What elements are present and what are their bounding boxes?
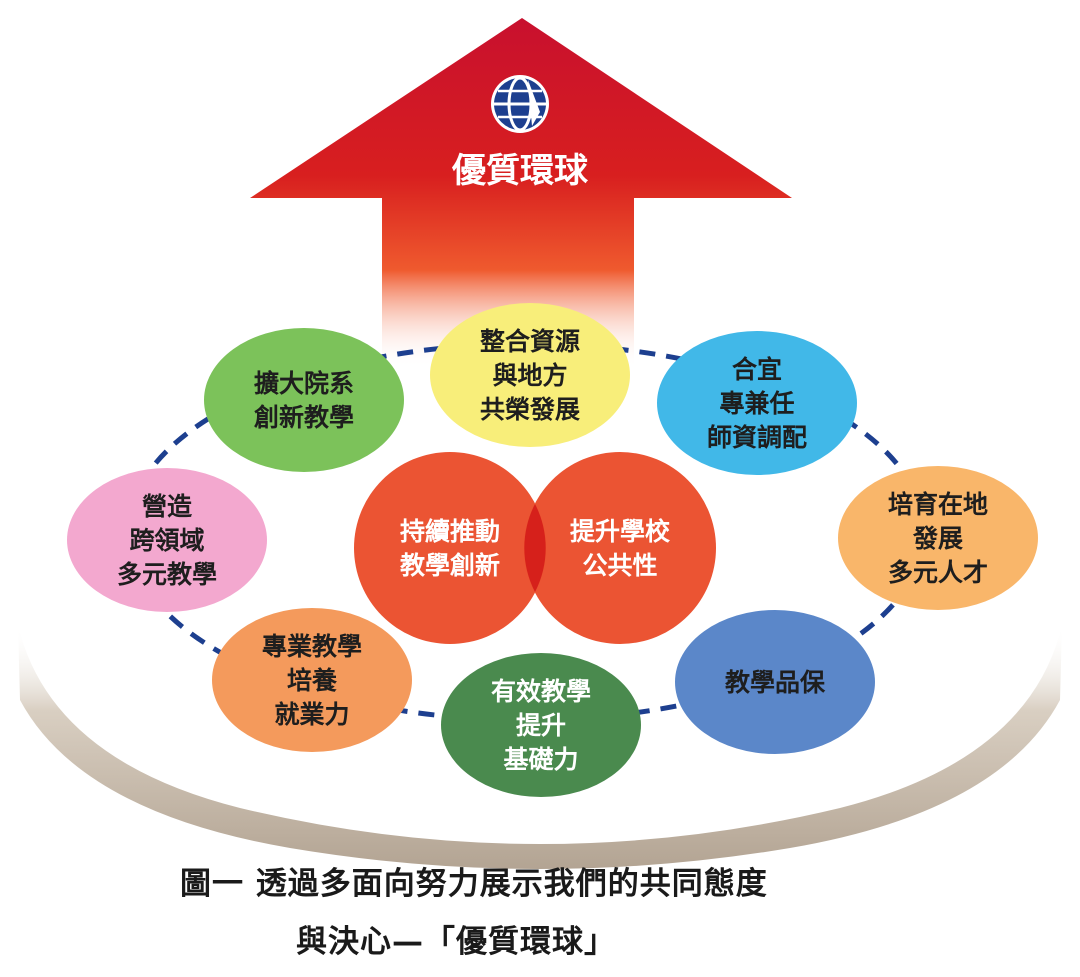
bottom-left-label-line-2: 培養 <box>287 666 337 695</box>
core-right-label-line-1: 提升學校 <box>570 517 671 546</box>
right-label-line-2: 發展 <box>912 524 963 553</box>
node-left-ellipse <box>67 468 267 612</box>
bottom-label-line-3: 基礎力 <box>503 745 578 774</box>
big-up-arrow <box>250 18 792 368</box>
caption-line-1: 圖一 透過多面向努力展示我們的共同態度 <box>180 866 768 902</box>
top-center-label-line-2: 與地方 <box>492 361 567 390</box>
right-label-line-1: 培育在地 <box>888 490 988 519</box>
node-bottom-ellipse <box>441 653 641 797</box>
top-right-label-line-3: 師資調配 <box>707 423 807 452</box>
left-curved-arrow <box>106 686 406 806</box>
bottom-right-label-line-1: 教學品保 <box>725 668 826 697</box>
node-bottom-right: 教學品保 <box>675 610 875 754</box>
right-label-line-3: 多元人才 <box>888 558 988 587</box>
node-right-ellipse <box>838 466 1038 610</box>
top-right-label-line-2: 專兼任 <box>719 389 794 418</box>
node-bottom-left-ellipse <box>212 608 412 752</box>
globe-logo-icon <box>491 75 549 133</box>
core-left-circle <box>354 452 546 644</box>
caption-line-2: 與決心—「優質環球」 <box>296 924 616 960</box>
top-right-label-line-1: 合宜 <box>732 355 782 384</box>
core-overlap <box>524 504 546 592</box>
node-top-center-ellipse <box>430 303 630 447</box>
bottom-left-label-line-1: 專業教學 <box>262 632 362 661</box>
left-label-line-3: 多元教學 <box>117 560 217 589</box>
bottom-label-line-2: 提升 <box>516 711 566 740</box>
right-arrowhead-icon <box>934 672 968 705</box>
top-center-label-line-1: 整合資源 <box>480 327 580 356</box>
bottom-label-line-1: 有效教學 <box>491 677 591 706</box>
left-arrowhead-icon <box>92 672 126 705</box>
top-left-label-line-1: 擴大院系 <box>254 369 354 398</box>
left-label-line-1: 營造 <box>142 492 192 521</box>
node-top-left-ellipse <box>204 328 404 472</box>
top-center-label-line-3: 共榮發展 <box>480 395 580 424</box>
core-right-circle <box>524 452 716 644</box>
right-curved-arrow <box>647 686 954 806</box>
arrow-title: 優質環球 <box>451 151 589 191</box>
node-bottom-right-ellipse <box>675 610 875 754</box>
bottom-left-label-line-3: 就業力 <box>274 700 349 729</box>
left-label-line-2: 跨領域 <box>129 526 204 555</box>
core-left-label-line-2: 教學創新 <box>400 551 500 580</box>
node-top-right-ellipse <box>657 331 857 475</box>
core-group <box>354 452 716 644</box>
top-left-label-line-2: 創新教學 <box>254 403 354 432</box>
core-left-label-line-1: 持續推動 <box>400 517 500 546</box>
core-right-label-line-2: 公共性 <box>582 551 657 580</box>
